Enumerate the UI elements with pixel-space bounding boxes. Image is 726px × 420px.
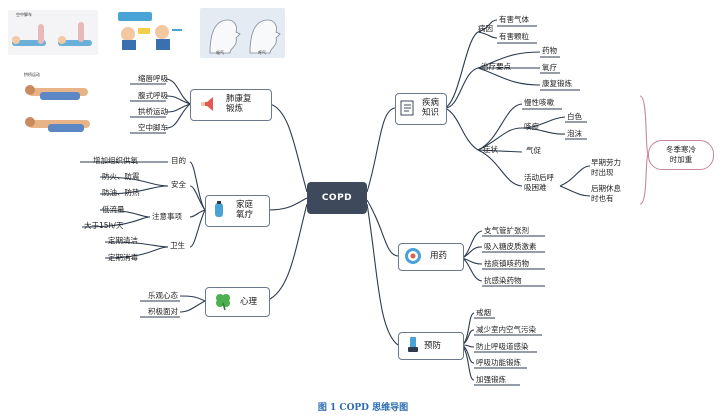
symptom-item: 咳痰 [524, 122, 539, 131]
photo-label: 空中脚车 [16, 12, 32, 17]
book-icon [398, 98, 418, 118]
sputum-item: 泡沫 [567, 129, 582, 138]
figure-caption: 图 1 COPD 思维导图 [317, 403, 409, 413]
megaphone-icon [198, 94, 218, 114]
leg-exercise-figure [12, 22, 92, 46]
psych-item: 积极面对 [148, 307, 178, 316]
rehab-item: 拱桥运动 [138, 107, 168, 116]
dyspnea-item: 早期劳力 时出现 [591, 158, 621, 177]
symptom-item: 活动后呼 吸困难 [524, 173, 554, 192]
oxygen-attention: 注意事项 [152, 212, 182, 221]
target-icon [403, 246, 423, 266]
exhale-label: 呼气 [258, 50, 266, 55]
oxygen-hygiene: 卫生 [170, 241, 185, 250]
branch-prevent-title: 预防 [424, 341, 442, 351]
branch-drug-title: 用药 [430, 251, 448, 261]
prevent-item: 防止呼吸道感染 [476, 342, 529, 351]
branch-rehab-title: 肺康复锻炼 [226, 94, 252, 114]
rehab-item: 腹式呼吸 [138, 91, 168, 100]
treatment-item: 康复锻炼 [542, 79, 572, 88]
sputum-item: 白色 [567, 112, 582, 121]
bridge-exercise-photo: 拱桥运动 [20, 68, 105, 138]
prevent-item: 戒烟 [476, 308, 491, 317]
attention-item: 大于15h/天 [84, 221, 124, 230]
respiration-illustration: 吸气 呼气 [200, 8, 285, 58]
winter-note: 冬季寒冷 时加重 [648, 140, 714, 170]
inhaler-icon [403, 335, 423, 355]
illness-cause: 病因 [478, 24, 493, 33]
drug-item: 抗感染药物 [484, 276, 522, 285]
rehab-item: 缩唇呼吸 [138, 74, 168, 83]
treatment-item: 氧疗 [542, 63, 557, 72]
cause-item: 有害气体 [499, 15, 529, 24]
safety-item: 防油、防热 [102, 188, 140, 197]
attention-item: 低流量 [102, 205, 125, 214]
drug-item: 吸入糖皮质激素 [484, 242, 537, 251]
oxygen-tank-icon [209, 200, 229, 220]
center-topic: COPD [307, 182, 367, 214]
treatment-item: 药物 [542, 46, 557, 55]
symptom-item: 气促 [526, 146, 541, 155]
safety-item: 防火、防震 [102, 172, 140, 181]
respiration-figure [209, 19, 281, 54]
hygiene-item: 定期清洁 [108, 236, 138, 245]
prevent-item: 呼吸功能锻炼 [476, 358, 521, 367]
branch-prevent [398, 332, 464, 360]
dyspnea-item: 后期休息 时也有 [591, 184, 621, 203]
rehab-item: 空中脚车 [138, 123, 168, 132]
clover-icon [213, 291, 233, 311]
illness-symptom: 症状 [483, 145, 498, 154]
photo-label: 拱桥运动 [24, 72, 40, 77]
illness-treatment: 治疗要点 [481, 62, 511, 71]
prevent-item: 减少室内空气污染 [476, 325, 536, 334]
leg-exercise-photo: 空中脚车 [8, 10, 98, 55]
drug-item: 祛痰镇咳药物 [484, 259, 529, 268]
purpose-item: 增加组织供氧 [93, 156, 138, 165]
cause-item: 有害颗粒 [499, 32, 529, 41]
breathing-illustration [110, 10, 185, 50]
bridge-exercise-figure [25, 85, 90, 132]
prevent-item: 加强锻炼 [476, 375, 506, 384]
branch-psych-title: 心理 [240, 297, 258, 307]
hygiene-item: 定期消毒 [108, 253, 138, 262]
inhale-label: 吸气 [216, 50, 224, 55]
oxygen-purpose: 目的 [171, 156, 186, 165]
psych-item: 乐观心态 [148, 291, 178, 300]
branch-psych [205, 287, 270, 317]
branch-illness-title: 疾病知识 [422, 98, 440, 118]
symptom-item: 慢性咳嗽 [524, 98, 554, 107]
branch-oxygen-title: 家庭氧疗 [236, 200, 254, 220]
oxygen-safety: 安全 [171, 180, 186, 189]
drug-item: 支气管扩张剂 [484, 226, 529, 235]
breathing-figure [118, 12, 182, 50]
